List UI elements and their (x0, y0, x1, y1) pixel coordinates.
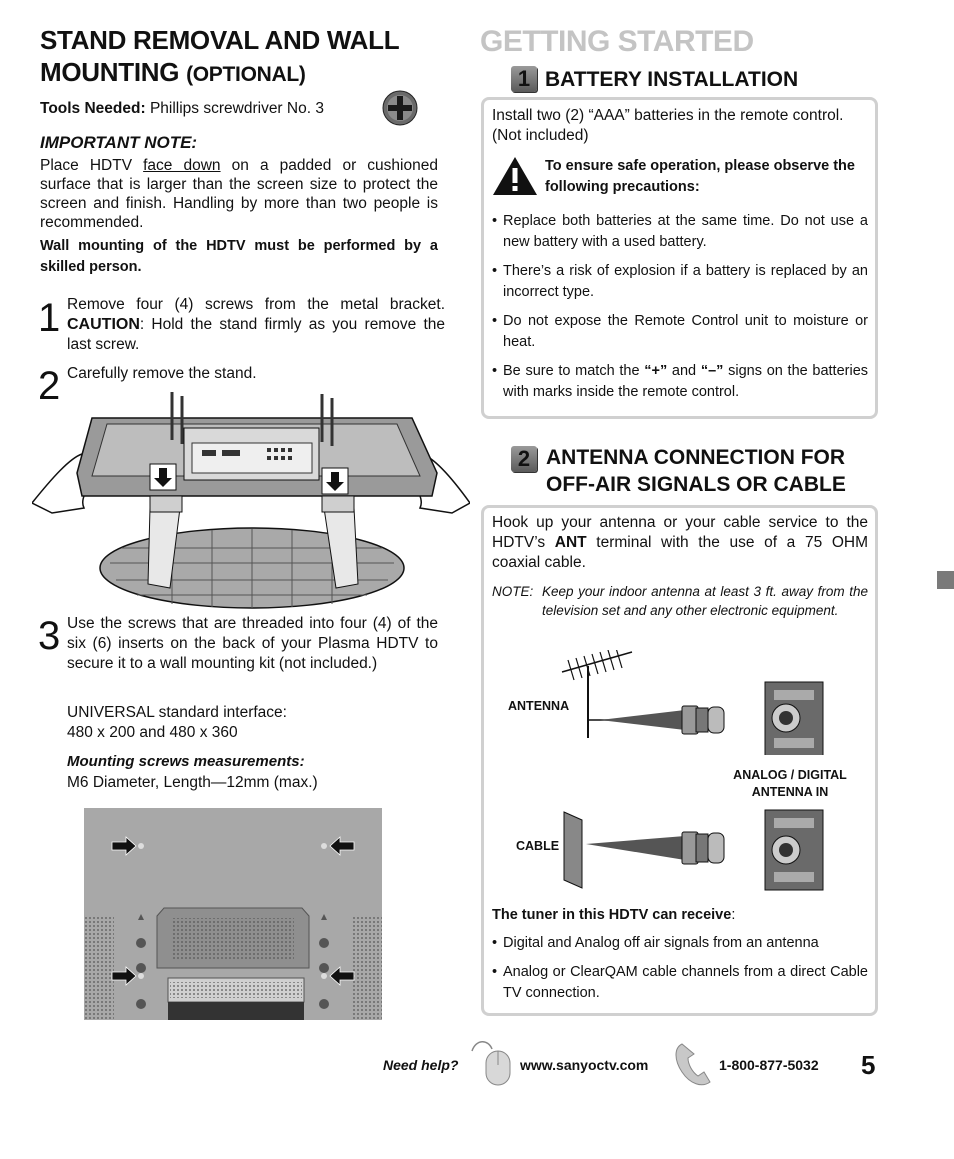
title-optional: (OPTIONAL) (186, 63, 306, 86)
page-number: 5 (861, 1050, 876, 1080)
tuner-heading-text: The tuner in this HDTV can receive (492, 907, 732, 923)
bullet-text: Do not expose the Remote Control unit to… (503, 313, 868, 350)
step-3-number: 3 (38, 614, 61, 658)
tuner-heading: The tuner in this HDTV can receive: (492, 907, 736, 923)
antenna-intro: Hook up your antenna or your cable servi… (492, 513, 868, 573)
screws-heading: Mounting screws measurements: (67, 753, 305, 770)
list-item: •There’s a risk of explosion if a batter… (492, 261, 868, 303)
section-1-title: BATTERY INSTALLATION (545, 68, 799, 91)
ant-label: ANT (554, 534, 587, 551)
bullet-text: Be sure to match the (503, 363, 640, 379)
list-item: • Be sure to match the “+” and “–” signs… (492, 363, 869, 400)
battery-box (481, 97, 878, 419)
warning-icon (492, 155, 538, 197)
antenna-box (481, 505, 878, 1016)
note-label-text: NOTE (492, 584, 530, 599)
tools-needed: Tools Needed: Phillips screwdriver No. 3 (40, 99, 324, 119)
important-underline: face down (143, 157, 221, 174)
antenna-intro-pre: Hook up your antenna or your cable servi… (492, 514, 868, 551)
caution-text: : Hold the stand firmly as you remove th… (67, 316, 445, 353)
tools-value: Phillips screwdriver No. 3 (149, 100, 324, 117)
interface-value: 480 x 200 and 480 x 360 (67, 724, 238, 741)
tuner-bullets: •Digital and Analog off air signals from… (492, 933, 868, 1004)
note-label: NOTE: (492, 584, 534, 599)
battery-warning: To ensure safe operation, please observe… (545, 158, 855, 195)
need-help-label: Need help? (383, 1057, 459, 1073)
step-3-text: Use the screws that are threaded into fo… (67, 615, 438, 672)
bullet-text-and: and (671, 363, 697, 379)
phillips-screwdriver-icon (382, 90, 418, 126)
section-2-title: ANTENNA CONNECTION FOR OFF-AIR SIGNALS O… (546, 444, 886, 498)
label-antenna: ANTENNA (508, 699, 570, 713)
label-analog-digital: ANALOG / DIGITAL ANTENNA IN (730, 767, 850, 801)
minus-sign: “–” (700, 363, 724, 379)
section-title: STAND REMOVAL AND WALL MOUNTING (OPTIONA… (40, 24, 460, 91)
step-1-text: Remove four (4) screws from the metal br… (67, 295, 445, 355)
important-pre: Place HDTV (40, 157, 133, 174)
step-2-number: 2 (38, 364, 61, 408)
important-heading: IMPORTANT NOTE: (40, 133, 198, 152)
section-1-badge: 1 (511, 66, 537, 92)
list-item: •Do not expose the Remote Control unit t… (492, 311, 868, 353)
caution-label: CAUTION (67, 316, 140, 333)
section-2-badge: 2 (511, 446, 537, 472)
tools-label: Tools Needed: (40, 100, 146, 117)
plus-sign: “+” (644, 363, 668, 379)
cable-diagram (560, 808, 840, 893)
step-1-instruction: Remove four (4) screws from the metal br… (67, 296, 445, 313)
phone-number[interactable]: 1-800-877-5032 (719, 1057, 819, 1073)
interface-label: UNIVERSAL standard interface: (67, 704, 287, 721)
bullet-text: There’s a risk of explosion if a battery… (503, 263, 868, 300)
page-heading: GETTING STARTED (480, 25, 754, 58)
step-2-text: Carefully remove the stand. (67, 365, 257, 382)
mouse-icon (470, 1037, 514, 1087)
title-line-2: MOUNTING (40, 57, 180, 87)
important-note-text: Place HDTV face down on a padded or cush… (40, 156, 438, 232)
screws-value: M6 Diameter, Length—12mm (max.) (67, 774, 318, 791)
list-item: •Digital and Analog off air signals from… (492, 933, 868, 954)
label-cable: CABLE (516, 839, 560, 853)
note-text: Keep your indoor antenna at least 3 ft. … (542, 584, 868, 618)
stand-removal-illustration (30, 388, 472, 610)
wall-mount-warning: Wall mounting of the HDTV must be perfor… (40, 238, 438, 275)
bullet-text-post: signs on the batteries with marks inside… (503, 363, 869, 400)
tv-back-illustration (84, 808, 382, 1020)
bullet-text: Analog or ClearQAM cable channels from a… (503, 964, 868, 1001)
battery-bullets: •Replace both batteries at the same time… (492, 211, 868, 403)
antenna-intro-post: terminal with the use of a 75 OHM coaxia… (492, 534, 868, 571)
list-item: •Replace both batteries at the same time… (492, 211, 868, 253)
section-2-title-line-2: OFF-AIR SIGNALS OR CABLE (546, 473, 846, 496)
list-item: •Analog or ClearQAM cable channels from … (492, 962, 868, 1004)
chapter-tab-marker (937, 571, 954, 589)
battery-intro: Install two (2) “AAA” batteries in the r… (492, 107, 844, 144)
label-analog-line-2: ANTENNA IN (751, 785, 829, 799)
step-1-number: 1 (38, 296, 61, 340)
section-2-title-line-1: ANTENNA CONNECTION FOR (546, 446, 846, 469)
phone-icon (672, 1040, 716, 1088)
important-post: on a padded or cushioned surface that is… (40, 157, 438, 231)
bullet-text: Replace both batteries at the same time.… (503, 213, 868, 250)
title-line-1: STAND REMOVAL AND WALL (40, 25, 400, 55)
bullet-text: Digital and Analog off air signals from … (503, 935, 819, 951)
website-link[interactable]: www.sanyoctv.com (520, 1057, 649, 1073)
label-analog-line-1: ANALOG / DIGITAL (733, 768, 847, 782)
antenna-diagram (560, 647, 840, 757)
